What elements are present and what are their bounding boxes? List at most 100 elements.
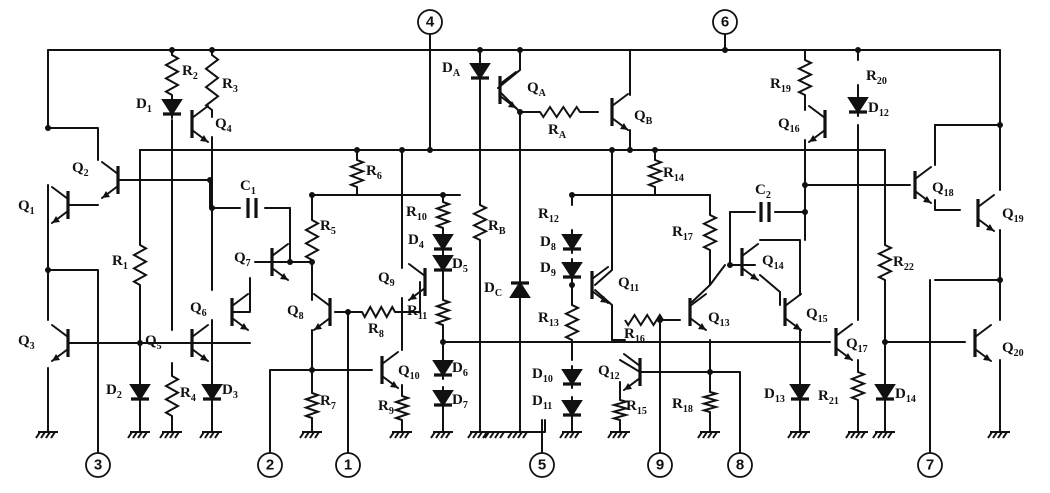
label-q13: Q13 bbox=[708, 310, 730, 329]
resistor bbox=[303, 219, 321, 261]
emitter-arrow bbox=[200, 354, 208, 361]
emitter-arrow bbox=[508, 101, 516, 108]
resistor-zigzag bbox=[876, 244, 894, 281]
ground-hatch bbox=[992, 431, 998, 439]
resistor bbox=[646, 159, 664, 188]
ground-hatch bbox=[435, 431, 441, 439]
label-r8: R8 bbox=[368, 321, 384, 340]
ground-hatch bbox=[204, 431, 210, 439]
resistor bbox=[433, 299, 453, 326]
resistor bbox=[610, 399, 630, 421]
label-q8: Q8 bbox=[287, 303, 304, 322]
ground-hatch bbox=[612, 431, 618, 439]
transistor-collector bbox=[51, 186, 69, 200]
ground-hatch bbox=[159, 431, 165, 439]
label-r12: R12 bbox=[538, 206, 559, 225]
ground-symbol bbox=[607, 431, 630, 439]
ground-hatch bbox=[494, 431, 500, 439]
transistor-collector bbox=[808, 105, 826, 119]
emitter-arrow bbox=[600, 296, 608, 303]
junction-dot bbox=[609, 147, 615, 153]
capacitor bbox=[759, 202, 771, 222]
ground-hatch bbox=[394, 431, 400, 439]
transistor-collector bbox=[313, 293, 331, 307]
wire bbox=[499, 91, 521, 113]
components bbox=[35, 47, 1010, 439]
ground-hatch bbox=[299, 431, 305, 439]
label-q5: Q5 bbox=[145, 333, 162, 352]
pin-5: 5 bbox=[529, 452, 555, 478]
ground-hatch bbox=[472, 431, 478, 439]
resistor bbox=[624, 313, 664, 327]
wire bbox=[691, 249, 711, 303]
pin-circle bbox=[529, 452, 555, 478]
wire bbox=[759, 239, 801, 296]
transistor bbox=[498, 71, 517, 109]
ground-hatch bbox=[997, 431, 1003, 439]
junction-dot bbox=[997, 122, 1003, 128]
junction-dot bbox=[997, 277, 1003, 283]
emitter-arrow bbox=[923, 196, 931, 203]
junction-dot bbox=[440, 339, 446, 345]
label-r6: R6 bbox=[366, 163, 382, 182]
label-r1: R1 bbox=[112, 253, 128, 272]
transistor bbox=[51, 186, 70, 224]
transistor-collector bbox=[408, 263, 426, 277]
label-q6: Q6 bbox=[190, 300, 207, 319]
label-d7: D7 bbox=[452, 392, 468, 411]
pin-circle bbox=[335, 452, 361, 478]
wire bbox=[639, 371, 741, 451]
ground-hatch bbox=[850, 431, 856, 439]
ground-hatch bbox=[607, 431, 613, 439]
label-r20: R20 bbox=[866, 68, 887, 87]
junction-dot bbox=[882, 339, 888, 345]
ground-hatch bbox=[499, 431, 505, 439]
emitter-arrow bbox=[698, 323, 706, 330]
emitter-arrow bbox=[844, 353, 852, 360]
ground-hatch bbox=[855, 431, 861, 439]
ground-hatch bbox=[872, 431, 878, 439]
ground-hatch bbox=[440, 431, 446, 439]
transistor-collector bbox=[191, 105, 209, 119]
transistor bbox=[230, 293, 249, 331]
label-q4: Q4 bbox=[215, 116, 232, 135]
diode bbox=[469, 59, 491, 83]
ground-hatch bbox=[574, 431, 580, 439]
pin-circle bbox=[417, 9, 443, 35]
ground-hatch bbox=[309, 431, 315, 439]
ground-symbol bbox=[872, 431, 895, 439]
pin-label: 6 bbox=[721, 14, 729, 31]
emitter-arrow bbox=[624, 383, 632, 390]
emitter-arrow bbox=[240, 323, 248, 330]
emitter-arrow bbox=[983, 354, 991, 361]
label-r3: R3 bbox=[222, 76, 238, 95]
diode bbox=[129, 380, 151, 404]
ground-hatch bbox=[174, 431, 180, 439]
ground-hatch bbox=[137, 431, 143, 439]
wire bbox=[47, 127, 99, 161]
label-q9: Q9 bbox=[378, 270, 395, 289]
ground-hatch bbox=[564, 431, 570, 439]
junction-dot bbox=[169, 47, 175, 53]
label-d6: D6 bbox=[452, 360, 468, 379]
label-d5: D5 bbox=[452, 256, 468, 275]
label-q20: Q20 bbox=[1002, 340, 1024, 359]
ground-hatch bbox=[142, 431, 148, 439]
label-r5: R5 bbox=[320, 218, 336, 237]
ground-hatch bbox=[702, 431, 708, 439]
transistor-collector bbox=[499, 71, 517, 85]
pin-3: 3 bbox=[85, 452, 111, 478]
ground-hatch bbox=[522, 431, 528, 439]
resistor-zigzag bbox=[539, 105, 581, 119]
junction-dot bbox=[207, 177, 213, 183]
pin-7: 7 bbox=[917, 452, 943, 478]
junction-dot bbox=[802, 182, 808, 188]
label-r18: R18 bbox=[672, 396, 693, 415]
label-q14: Q14 bbox=[762, 253, 784, 272]
junction-dot bbox=[45, 267, 51, 273]
label-rb: RB bbox=[488, 218, 506, 237]
ground-hatch bbox=[792, 431, 798, 439]
transistor-collector bbox=[784, 293, 802, 307]
ground-hatch bbox=[404, 431, 410, 439]
transistor-collector bbox=[974, 324, 992, 338]
